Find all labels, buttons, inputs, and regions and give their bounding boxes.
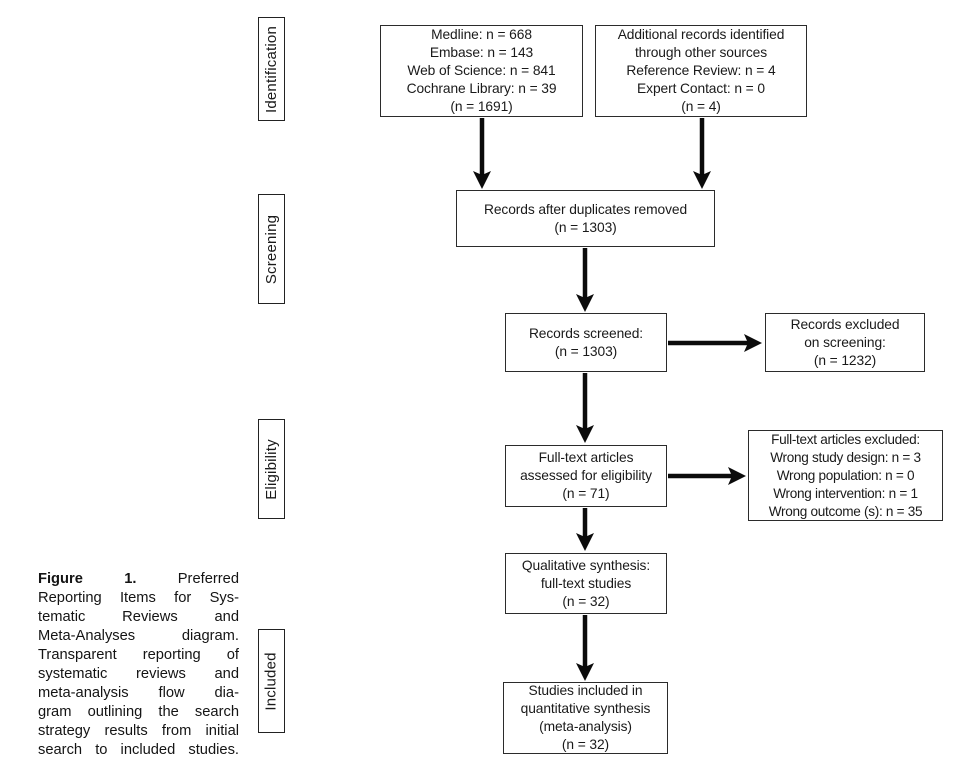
text-line: Wrong study design: n = 3 bbox=[770, 449, 921, 465]
arrow-fulltext-to-qualitative bbox=[576, 508, 594, 551]
text-line: systematic reviews and bbox=[38, 666, 239, 682]
text-line: Cochrane Library: n = 39 bbox=[406, 81, 557, 96]
text-line: gram outlining the search bbox=[38, 704, 239, 720]
box-quantitative-synthesis: Studies included in quantitative synthesi… bbox=[503, 682, 668, 754]
text-line: Expert Contact: n = 0 bbox=[637, 81, 765, 96]
stage-label-eligibility-text: Eligibility bbox=[263, 438, 280, 500]
box-after-duplicates: Records after duplicates removed (n = 130… bbox=[456, 190, 715, 247]
text-line: tematic Reviews and bbox=[38, 609, 239, 625]
text-line: (n = 1303) bbox=[554, 343, 618, 359]
box-records-excluded: Records excluded on screening: (n = 1232) bbox=[765, 313, 925, 372]
arrow-databases-to-dedup bbox=[473, 118, 491, 189]
text-line: Medline: n = 668 bbox=[431, 27, 532, 42]
text-line: Wrong intervention: n = 1 bbox=[773, 485, 918, 501]
text-line: Reference Review: n = 4 bbox=[626, 63, 776, 78]
text-line: Records screened: bbox=[528, 325, 644, 341]
text-line: (n = 4) bbox=[681, 99, 721, 114]
box-additional-records: Additional records identified through oth… bbox=[595, 25, 807, 117]
arrow-screened-to-fulltext bbox=[576, 373, 594, 443]
box-records-screened: Records screened: (n = 1303) bbox=[505, 313, 667, 372]
figure-caption: Figure 1. Preferred Reporting Items for … bbox=[38, 570, 239, 760]
arrow-qualitative-to-quantitative bbox=[576, 615, 594, 681]
text-line: (n = 71) bbox=[562, 486, 610, 501]
arrow-dedup-to-screened bbox=[576, 248, 594, 312]
text-line: Transparent reporting of bbox=[38, 647, 239, 663]
text-line: (n = 1303) bbox=[554, 219, 617, 235]
text-line: Records excluded bbox=[790, 316, 900, 332]
box-fulltext-excluded: Full-text articles excluded: Wrong study … bbox=[748, 430, 943, 521]
text-line: (n = 32) bbox=[562, 593, 610, 609]
text-line: Wrong population: n = 0 bbox=[776, 467, 915, 483]
text-line: Web of Science: n = 841 bbox=[407, 63, 556, 78]
text-line: Studies included in bbox=[528, 683, 643, 698]
stage-label-included-text: Included bbox=[263, 651, 280, 711]
text-line: quantitative synthesis bbox=[520, 701, 651, 716]
stage-label-identification: Identification bbox=[258, 17, 285, 121]
stage-label-screening-text: Screening bbox=[263, 214, 281, 284]
text-line: (n = 1232) bbox=[813, 352, 877, 368]
text-line: assessed for eligibility bbox=[520, 468, 652, 483]
text-line: Wrong outcome (s): n = 35 bbox=[768, 503, 923, 519]
text-line: Full-text articles excluded: bbox=[771, 431, 920, 447]
box-qualitative-synthesis: Qualitative synthesis: full-text studies (… bbox=[505, 553, 667, 614]
arrow-fulltext-to-excluded bbox=[668, 467, 746, 485]
text-line: Qualitative synthesis: bbox=[521, 557, 651, 573]
caption-figure-label: Figure bbox=[38, 571, 83, 587]
text-line: (n = 32) bbox=[561, 737, 610, 752]
text-line: on screening: bbox=[804, 334, 886, 350]
text-line: (n = 1691) bbox=[450, 99, 513, 114]
arrow-additional-to-dedup bbox=[693, 118, 711, 189]
caption-figure-number: 1. bbox=[124, 571, 137, 587]
stage-label-identification-text: Identification bbox=[263, 25, 280, 113]
text-line: strategy results from initial bbox=[38, 723, 239, 739]
stage-label-screening: Screening bbox=[258, 194, 285, 304]
stage-label-included: Included bbox=[258, 629, 285, 733]
text-line: search to included studies. bbox=[38, 742, 239, 758]
text-line: Additional records identified bbox=[617, 27, 785, 42]
text-line: Embase: n = 143 bbox=[429, 45, 534, 60]
text-line: full-text studies bbox=[540, 575, 632, 591]
text-line: meta-analysis flow dia- bbox=[38, 685, 239, 701]
stage-label-eligibility: Eligibility bbox=[258, 419, 285, 519]
text-line: through other sources bbox=[634, 45, 768, 60]
box-fulltext-assessed: Full-text articles assessed for eligibili… bbox=[505, 445, 667, 507]
text-line: Meta-Analyses diagram. bbox=[38, 628, 239, 644]
caption-body: Reporting Items for Sys-tematic Reviews … bbox=[38, 589, 239, 760]
caption-first-line: Figure 1. Preferred bbox=[38, 570, 239, 589]
text-line: (meta-analysis) bbox=[539, 719, 632, 734]
arrow-screened-to-excluded bbox=[668, 334, 762, 352]
text-line: Full-text articles bbox=[538, 450, 634, 465]
text-line: Records after duplicates removed bbox=[483, 201, 688, 217]
text-line: Reporting Items for Sys- bbox=[38, 590, 239, 606]
caption-first-line-text: Preferred bbox=[177, 571, 239, 587]
